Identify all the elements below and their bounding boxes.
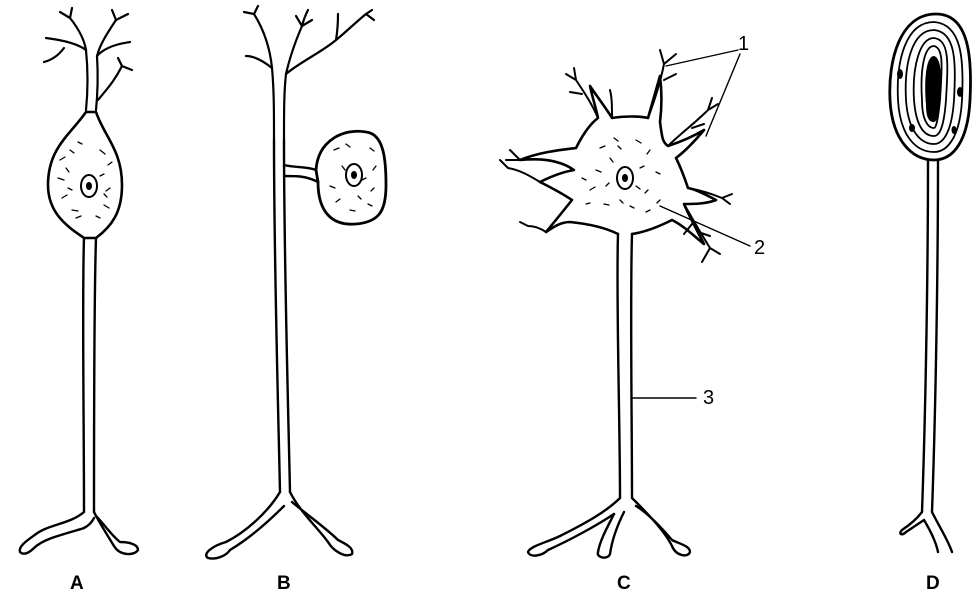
callout-label-2: 2 — [754, 238, 765, 258]
panel-label-a: A — [70, 574, 84, 593]
panel-label-d: D — [926, 574, 940, 593]
neuron-c — [500, 50, 732, 558]
neuron-b — [206, 6, 386, 559]
callout-label-3: 3 — [703, 388, 714, 408]
leader-1a — [666, 50, 738, 66]
neuron-d — [890, 14, 971, 552]
panel-label-c: C — [617, 574, 631, 593]
neuron-a — [20, 8, 138, 554]
leader-1b — [706, 54, 740, 136]
panel-label-b: B — [277, 574, 291, 593]
callout-label-1: 1 — [738, 34, 749, 54]
